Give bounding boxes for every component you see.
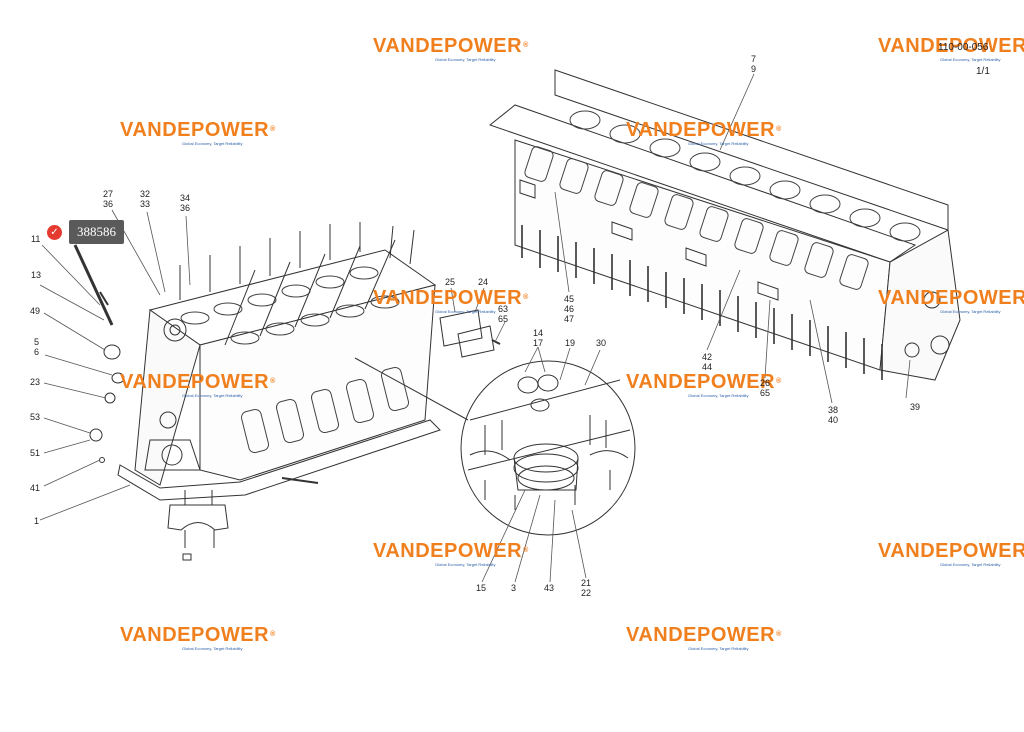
part-code-badge[interactable]: ✓ 388586 xyxy=(47,219,124,245)
callout-13: 13 xyxy=(31,270,42,280)
watermark-logo: VANDEPOWER® Global Economy, Target Relia… xyxy=(878,540,1024,567)
callout-30: 30 xyxy=(596,338,607,348)
check-circle-icon: ✓ xyxy=(47,224,62,240)
watermark-logo: VANDEPOWER® Global Economy, Target Relia… xyxy=(878,35,1024,62)
watermark-logo: VANDEPOWER® Global Economy, Target Relia… xyxy=(373,35,529,62)
sheet-number: 1/1 xyxy=(976,66,990,77)
callout-49: 49 xyxy=(30,306,41,316)
callout-53: 53 xyxy=(30,412,41,422)
callout-1: 1 xyxy=(34,516,40,526)
callout-15: 15 xyxy=(476,583,487,593)
callout-19: 19 xyxy=(565,338,576,348)
callout-11: 11 xyxy=(31,234,41,244)
watermark-logo: VANDEPOWER® Global Economy, Target Relia… xyxy=(626,624,782,651)
watermark-logo: VANDEPOWER® Global Economy, Target Relia… xyxy=(878,287,1024,314)
callout-leaders xyxy=(39,73,911,583)
cylinder-liner-detail-view xyxy=(460,360,636,536)
part-code: 388586 xyxy=(69,220,124,244)
callout-3: 3 xyxy=(511,583,517,593)
left-engine-block xyxy=(73,222,501,561)
watermark-logo: VANDEPOWER® Global Economy, Target Relia… xyxy=(626,119,782,146)
callout-25: 25 xyxy=(445,277,456,287)
watermark-logo: VANDEPOWER® Global Economy, Target Relia… xyxy=(373,287,529,314)
watermark-logo: VANDEPOWER® Global Economy, Target Relia… xyxy=(373,540,529,567)
callout-24: 24 xyxy=(478,277,489,287)
watermark-logo: VANDEPOWER® Global Economy, Target Relia… xyxy=(626,371,782,398)
callout-41: 41 xyxy=(30,483,41,493)
right-engine-block xyxy=(488,69,961,381)
callout-43: 43 xyxy=(544,583,555,593)
watermark-logo: VANDEPOWER® Global Economy, Target Relia… xyxy=(120,119,276,146)
callout-51: 51 xyxy=(30,448,41,458)
watermark-logo: VANDEPOWER® Global Economy, Target Relia… xyxy=(120,624,276,651)
callout-23: 23 xyxy=(30,377,41,387)
watermark-logo: VANDEPOWER® Global Economy, Target Relia… xyxy=(120,371,276,398)
callout-39: 39 xyxy=(910,402,921,412)
document-code: 110-00-056 xyxy=(938,42,989,53)
